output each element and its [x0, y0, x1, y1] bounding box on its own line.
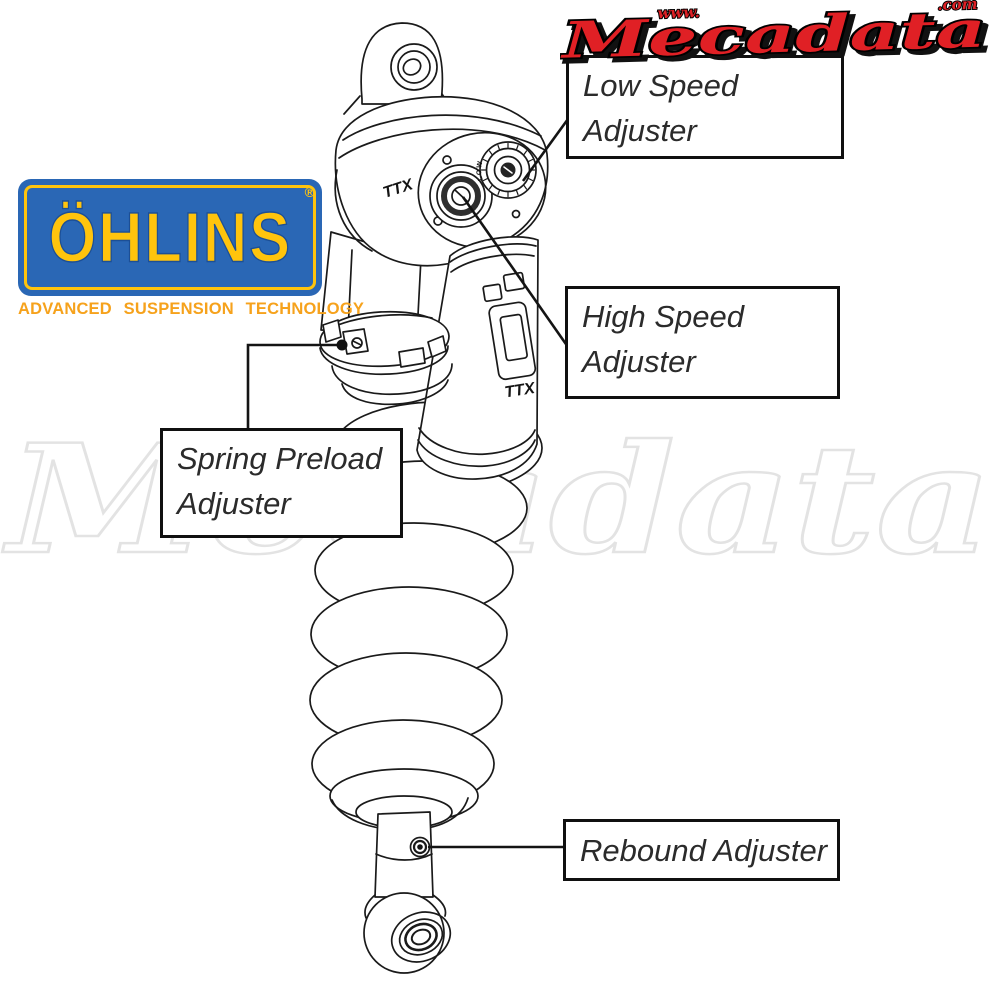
ohlins-plate: ÖHLINS ® — [18, 179, 322, 296]
svg-text:LOW: LOW — [476, 160, 485, 182]
reservoir-cylinder: TTX — [416, 236, 539, 480]
mecadata-wordmark: Mecadata — [560, 0, 987, 66]
mecadata-logo: Mecadata Mecadata www. .com — [556, 0, 1000, 76]
registered-trademark-symbol: ® — [304, 184, 315, 200]
leader-lines — [246, 118, 570, 849]
ohlins-tagline: ADVANCED SUSPENSION TECHNOLOGY — [18, 300, 365, 318]
reservoir-badge: TTX — [482, 271, 537, 402]
callout-line: Adjuster — [583, 113, 697, 148]
ttx-badge-marking: TTX — [503, 380, 537, 402]
callout-line: Adjuster — [177, 486, 291, 521]
leader-low-speed — [521, 118, 570, 182]
low-speed-knob: LOW — [476, 141, 537, 199]
mecadata-shadow: Mecadata — [563, 3, 992, 66]
callout-low-speed-adjuster: Low Speed Adjuster — [566, 55, 844, 159]
callout-line: High Speed — [582, 299, 745, 334]
callout-line: Adjuster — [582, 344, 696, 379]
leader-dot — [336, 339, 348, 351]
dial-low-marking: LOW — [476, 160, 484, 182]
callout-line: Rebound Adjuster — [580, 832, 828, 868]
callout-high-speed-adjuster: High Speed Adjuster — [565, 286, 840, 399]
bottom-eyelet — [363, 892, 452, 974]
ohlins-wordmark: ÖHLINS — [48, 197, 292, 278]
callout-line: Low Speed — [583, 68, 739, 103]
mecadata-com: .com — [937, 0, 978, 14]
callout-rebound-adjuster: Rebound Adjuster — [563, 819, 840, 881]
leader-spring-preload — [246, 343, 342, 430]
leader-high-speed — [461, 196, 570, 348]
ohlins-logo: ÖHLINS ® ADVANCED SUSPENSION TECHNOLOGY — [18, 179, 365, 319]
preload-collar — [319, 310, 453, 406]
piston-shaft — [374, 811, 434, 898]
callout-line: Spring Preload — [177, 441, 383, 476]
rebound-adjuster-screw — [409, 836, 431, 858]
spring-seat — [329, 768, 479, 831]
callout-spring-preload-adjuster: Spring Preload Adjuster — [160, 428, 403, 538]
mecadata-www: www. — [657, 3, 700, 22]
